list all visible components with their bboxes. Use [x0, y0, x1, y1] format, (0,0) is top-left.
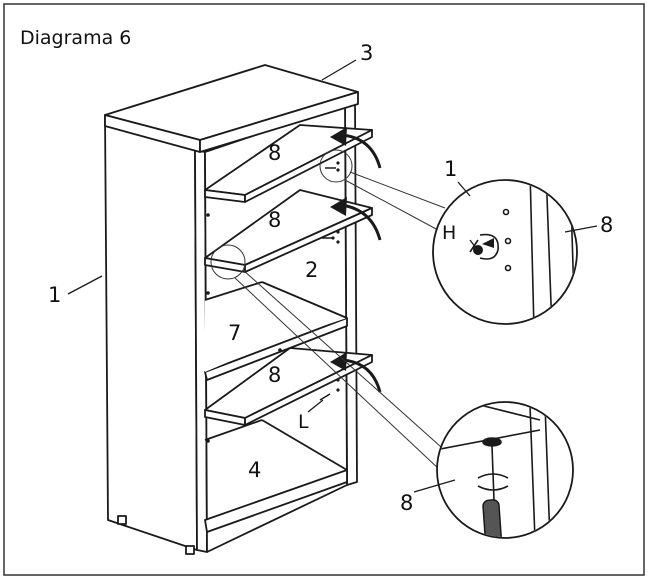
diagram-title: Diagrama 6	[20, 27, 131, 49]
fixed-shelf-side-line	[261, 281, 348, 319]
detail-circle-shelf	[210, 244, 246, 280]
label-pin-hole: L	[298, 411, 309, 433]
label-shelf-detail-bottom: 8	[400, 491, 413, 515]
bottom-panel-edge	[204, 469, 348, 533]
bottom-back-line	[204, 419, 263, 441]
label-back-panel: 2	[305, 258, 318, 282]
diagram-border	[3, 3, 645, 576]
top-panel-side-edge	[199, 91, 359, 153]
label-side-panel: 1	[48, 283, 61, 307]
fixed-shelf-edge	[204, 317, 348, 381]
foot-right	[185, 545, 195, 555]
left-side-panel	[104, 114, 198, 551]
label-shelf-pin: H	[442, 222, 456, 244]
pin-insert-mark	[319, 167, 336, 401]
label-side-panel-detail: 1	[444, 157, 457, 181]
label-shelf-lower: 8	[268, 363, 281, 387]
fixed-shelf-back-line	[204, 281, 263, 301]
foot-left	[117, 515, 127, 525]
adjustable-shelves	[204, 124, 373, 426]
label-shelf-top: 8	[268, 141, 281, 165]
shelf-middle-side-edge	[244, 207, 373, 273]
label-bottom-panel: 4	[248, 458, 261, 482]
rotation-arrows	[341, 133, 382, 393]
shelf-lower-side-edge	[244, 354, 373, 426]
detail-circle-pin	[319, 149, 353, 183]
detail-magnified-screwdriver	[436, 401, 574, 539]
label-fixed-shelf: 7	[228, 321, 241, 345]
detail-connectors	[234, 171, 451, 471]
rotation-arrowheads	[330, 127, 347, 371]
pin-holes	[206, 161, 340, 443]
leader-lines	[67, 59, 598, 493]
label-shelf-middle: 8	[268, 208, 281, 232]
label-shelf-detail-top: 8	[600, 213, 613, 237]
label-top-panel: 3	[360, 41, 373, 65]
bottom-side-line	[261, 419, 348, 471]
detail-magnified-pin	[432, 179, 578, 325]
